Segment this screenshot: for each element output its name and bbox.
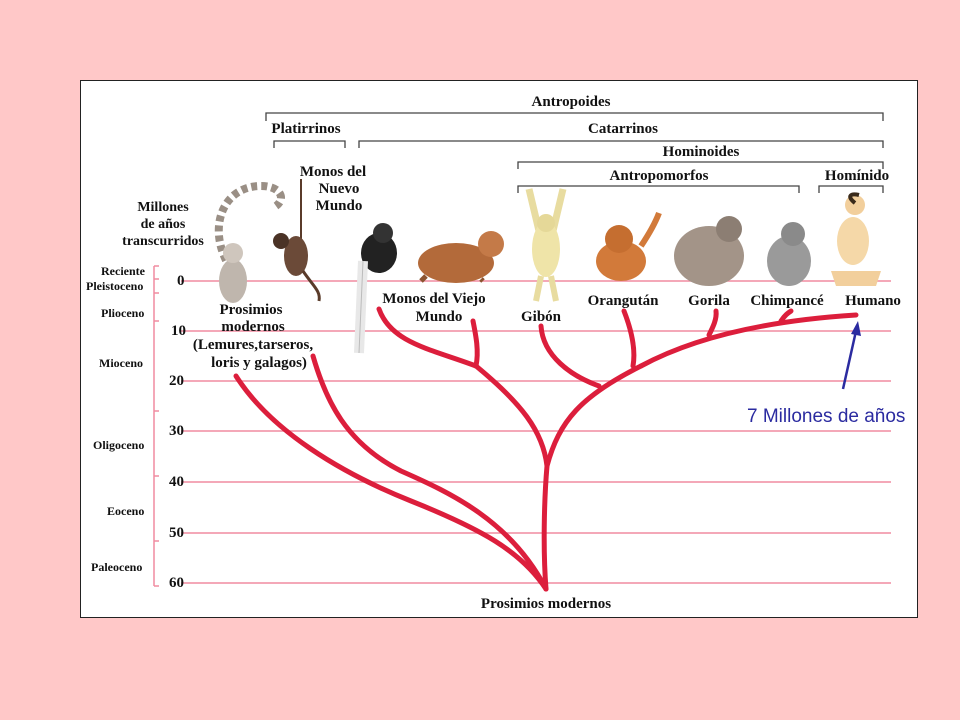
bracket-hominido (818, 185, 884, 193)
group-brackets (265, 112, 884, 193)
new-world-monkey-illustration (273, 179, 321, 302)
epoch-pleistoceno: Pleistoceno (86, 279, 143, 293)
label-hominoides: Hominoides (663, 144, 740, 160)
branch-monos-nuevo (310, 353, 549, 592)
bracket-antropomorfos (517, 185, 800, 193)
branch-hominoides (544, 363, 644, 469)
label-root: Prosimios modernos (481, 596, 611, 612)
tick-30: 30 (169, 423, 184, 439)
branch-prosimios (233, 373, 549, 592)
branch-chimpance (778, 308, 794, 324)
label-prosimios-3: (Lemures,tarseros, (193, 337, 313, 353)
epoch-bracket (153, 265, 159, 587)
label-monos-viejo-1: Monos del Viejo (382, 291, 485, 307)
branch-monos-viejo-a (376, 306, 479, 369)
axis-title-line-2: de años (141, 217, 186, 232)
label-antropomorfos: Antropomorfos (610, 168, 709, 184)
axis-title-line-3: transcurridos (122, 234, 204, 249)
branch-gibon (538, 323, 602, 389)
epoch-oligoceno: Oligoceno (93, 438, 144, 452)
label-chimpance: Chimpancé (750, 293, 824, 309)
bracket-hominoides (517, 161, 884, 169)
gibbon-illustration (525, 188, 567, 302)
lemur-illustration (214, 181, 285, 303)
label-antropoides: Antropoides (532, 94, 611, 110)
epoch-paleoceno: Paleoceno (91, 560, 142, 574)
chimpanzee-illustration (767, 222, 811, 286)
label-platirrinos: Platirrinos (271, 121, 340, 137)
gorilla-illustration (674, 216, 744, 286)
axis-title-line-1: Millones (137, 200, 189, 215)
label-gibon: Gibón (521, 309, 562, 325)
label-orangutan: Orangután (588, 293, 660, 309)
branch-orangutan (621, 308, 637, 369)
time-gridlines (181, 280, 891, 584)
tick-0: 0 (177, 273, 185, 289)
label-humano: Humano (845, 293, 901, 309)
label-prosimios-2: modernos (221, 319, 284, 335)
tick-40: 40 (169, 474, 184, 490)
colobus-illustration (354, 223, 397, 354)
orangutan-illustration (596, 211, 662, 281)
branch-main (541, 463, 550, 592)
label-gorila: Gorila (688, 293, 730, 309)
tick-20: 20 (169, 373, 184, 389)
label-monos-nuevo-2: Nuevo (319, 181, 360, 197)
epoch-reciente: Reciente (101, 264, 146, 278)
seven-million-years-annotation: 7 Millones de años (747, 406, 906, 427)
annotation-arrow (841, 321, 861, 390)
evolutionary-branches (233, 306, 859, 592)
label-monos-nuevo-1: Monos del (300, 164, 366, 180)
bracket-platirrinos (273, 140, 346, 148)
branch-monos-viejo (473, 363, 550, 469)
branch-monos-viejo-b (470, 318, 480, 369)
label-hominido: Homínido (825, 168, 889, 184)
baboon-illustration (418, 231, 504, 283)
human-illustration (831, 192, 881, 286)
tick-60: 60 (169, 575, 184, 591)
phylogeny-figure: Antropoides Platirrinos Catarrinos Homin… (80, 80, 918, 618)
label-monos-nuevo-3: Mundo (316, 198, 363, 214)
branch-gorila (706, 308, 719, 338)
tick-50: 50 (169, 525, 184, 541)
epoch-eoceno: Eoceno (107, 504, 144, 518)
bracket-catarrinos (358, 140, 884, 148)
epoch-plioceno: Plioceno (101, 306, 144, 320)
label-prosimios-4: loris y galagos) (211, 355, 307, 371)
phylogeny-diagram: Antropoides Platirrinos Catarrinos Homin… (86, 94, 901, 612)
bracket-antropoides (265, 112, 884, 121)
tick-10: 10 (171, 323, 186, 339)
epoch-mioceno: Mioceno (99, 356, 143, 370)
branch-humanos (638, 312, 859, 369)
label-catarrinos: Catarrinos (588, 121, 658, 137)
label-prosimios-1: Prosimios (219, 302, 282, 318)
label-monos-viejo-2: Mundo (416, 309, 463, 325)
